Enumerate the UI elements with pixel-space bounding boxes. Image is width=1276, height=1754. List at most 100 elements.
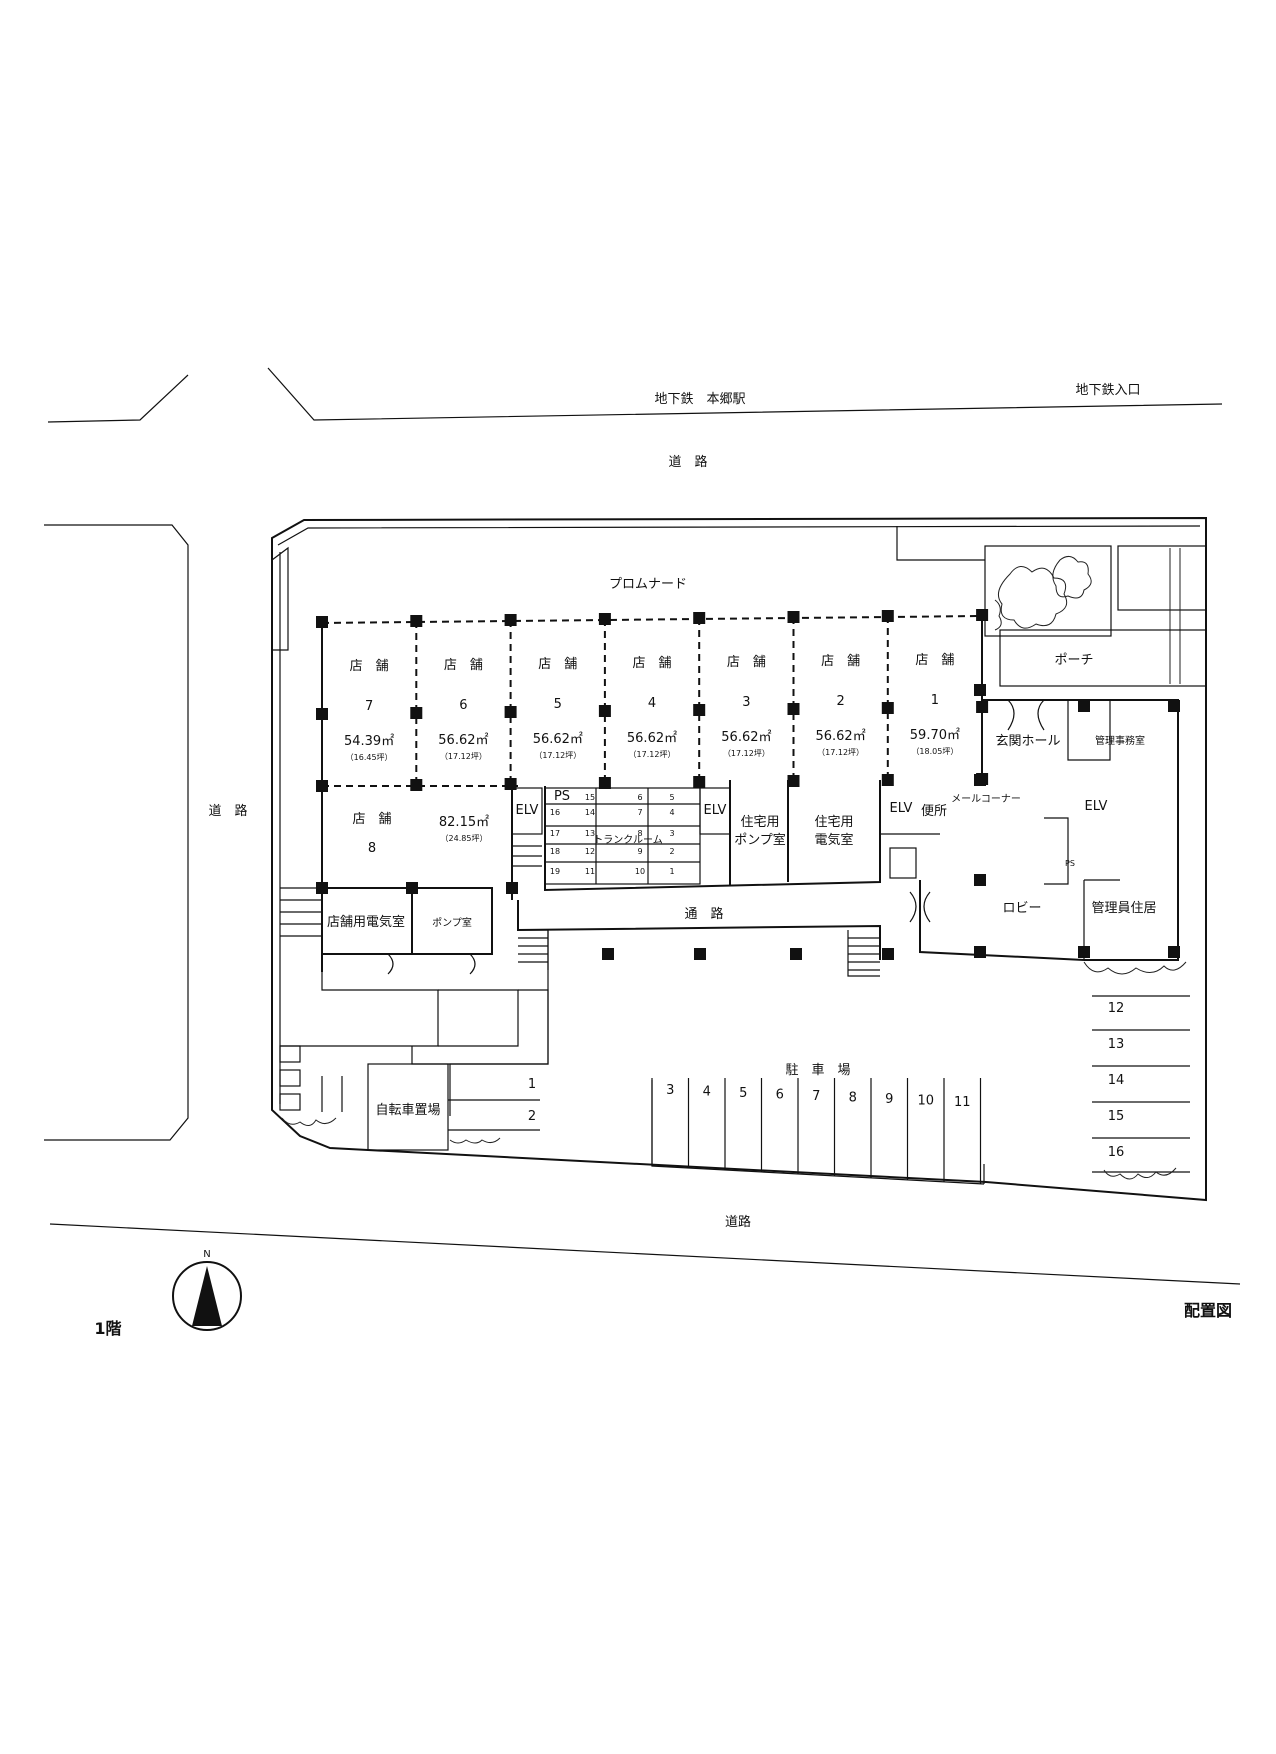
column bbox=[787, 775, 800, 787]
shop-label: 店 舗 bbox=[727, 655, 766, 670]
road-top-label: 道 路 bbox=[668, 454, 707, 470]
trunk-number: 19 bbox=[550, 867, 560, 876]
column bbox=[1078, 946, 1090, 958]
column bbox=[976, 701, 989, 713]
column bbox=[693, 776, 706, 788]
shop-number: 2 bbox=[836, 694, 844, 709]
parking-stall-number: 2 bbox=[528, 1109, 536, 1124]
shop-label: 店 舗 bbox=[915, 653, 954, 668]
north-arrow: N bbox=[172, 1249, 242, 1331]
shop8-label: 店 舗 bbox=[352, 812, 391, 827]
parking-stall-number: 10 bbox=[918, 1094, 935, 1109]
shop-label: 店 舗 bbox=[444, 658, 483, 673]
parking-stall-number: 15 bbox=[1108, 1109, 1125, 1124]
porch-label: ポーチ bbox=[1054, 653, 1093, 668]
north-label: N bbox=[203, 1249, 210, 1260]
mail-corner-label: メールコーナー bbox=[951, 793, 1021, 805]
parking-stall-number: 1 bbox=[528, 1077, 536, 1092]
column bbox=[316, 882, 328, 894]
trunk-number: 11 bbox=[585, 867, 595, 876]
shop-area: 56.62㎡ bbox=[533, 732, 583, 747]
elevator-label-2: ELV bbox=[704, 803, 727, 818]
trunk-number: 18 bbox=[550, 847, 560, 856]
utility-rooms bbox=[280, 887, 549, 1065]
passage-label: 通 路 bbox=[684, 906, 723, 922]
elevator-box-2: ELV bbox=[704, 803, 727, 818]
column bbox=[694, 948, 706, 960]
toilet-label: 便所 bbox=[921, 804, 947, 819]
column bbox=[598, 705, 611, 717]
porch-area bbox=[999, 629, 1207, 687]
column bbox=[410, 707, 423, 719]
site-boundary bbox=[271, 516, 1207, 1202]
column bbox=[974, 684, 986, 696]
trunk-room-outline bbox=[544, 787, 701, 885]
trunk-number: 6 bbox=[637, 793, 642, 802]
shop-label: 店 舗 bbox=[350, 659, 389, 674]
shop-area: 56.62㎡ bbox=[627, 731, 677, 746]
north-arrow-icon bbox=[192, 1266, 222, 1326]
shop-tsubo: （17.12坪） bbox=[817, 748, 864, 757]
trunk-number: 1 bbox=[669, 867, 674, 876]
parking-stall-number: 5 bbox=[739, 1086, 747, 1101]
pump-room-label: ポンプ室 bbox=[432, 916, 472, 929]
shop-label: 店 舗 bbox=[538, 657, 577, 672]
road-left-label: 道 路 bbox=[208, 803, 247, 819]
pipe-shaft-label: PS bbox=[554, 789, 570, 804]
subway-station-label: 地下鉄 本郷駅 bbox=[654, 392, 745, 407]
column bbox=[976, 609, 989, 621]
residence-planting bbox=[1083, 961, 1187, 975]
garden-planting bbox=[984, 545, 1207, 684]
elevator-box-1: ELV bbox=[516, 803, 539, 818]
parking-stall-number: 3 bbox=[666, 1083, 674, 1098]
trunk-number: 14 bbox=[585, 808, 595, 817]
shop8-tsubo: （24.85坪） bbox=[441, 834, 488, 843]
parking-stall-number: 4 bbox=[703, 1085, 711, 1100]
parking-area bbox=[279, 930, 1190, 1185]
shop-label: 店 舗 bbox=[632, 656, 671, 671]
north-arrow-circle bbox=[172, 1261, 242, 1331]
trunk-number: 17 bbox=[550, 829, 560, 838]
column bbox=[1168, 700, 1180, 712]
parking-stall-number: 13 bbox=[1108, 1037, 1125, 1052]
trunk-number: 10 bbox=[635, 867, 645, 876]
column bbox=[406, 882, 418, 894]
shop-tsubo: （16.45坪） bbox=[346, 753, 393, 762]
elevator-label-3: ELV bbox=[890, 801, 913, 816]
promenade-label: プロムナード bbox=[609, 577, 687, 592]
shop-area: 59.70㎡ bbox=[910, 728, 960, 743]
trunk-number: 9 bbox=[637, 847, 642, 856]
trunk-number: 3 bbox=[669, 829, 674, 838]
drawing-title: 配置図 bbox=[1184, 1301, 1232, 1320]
road-bottom-label: 道路 bbox=[725, 1214, 751, 1230]
column bbox=[974, 946, 986, 958]
shop-number: 1 bbox=[931, 693, 939, 708]
column bbox=[1168, 946, 1180, 958]
shop-area: 56.62㎡ bbox=[815, 729, 865, 744]
trunk-number: 7 bbox=[637, 808, 642, 817]
shop-area: 56.62㎡ bbox=[438, 733, 488, 748]
shop-electric-room-label: 店舗用電気室 bbox=[327, 914, 405, 930]
trunk-number: 5 bbox=[669, 793, 674, 802]
shop-tsubo: （17.12坪） bbox=[440, 752, 487, 761]
column bbox=[787, 611, 800, 623]
shop-number: 4 bbox=[648, 696, 656, 711]
shop8-area: 82.15㎡ bbox=[439, 815, 489, 830]
manager-residence-label: 管理員住居 bbox=[1091, 901, 1156, 916]
elevator-label-1: ELV bbox=[516, 803, 539, 818]
shop-tsubo: （18.05坪） bbox=[911, 747, 958, 756]
shop-label: 店 舗 bbox=[821, 654, 860, 669]
parking-stall-number: 6 bbox=[776, 1088, 784, 1103]
subway-entrance-label: 地下鉄入口 bbox=[1075, 383, 1140, 398]
parking-stall-number: 12 bbox=[1108, 1001, 1125, 1016]
column bbox=[504, 614, 517, 626]
res-pump-room-label-2: ポンプ室 bbox=[734, 832, 786, 848]
trunk-number: 16 bbox=[550, 808, 560, 817]
stairs-passage-right bbox=[847, 930, 880, 977]
trunk-number: 4 bbox=[669, 808, 674, 817]
management-office-label: 管理事務室 bbox=[1095, 734, 1145, 747]
parking-stall-number: 9 bbox=[885, 1092, 893, 1107]
